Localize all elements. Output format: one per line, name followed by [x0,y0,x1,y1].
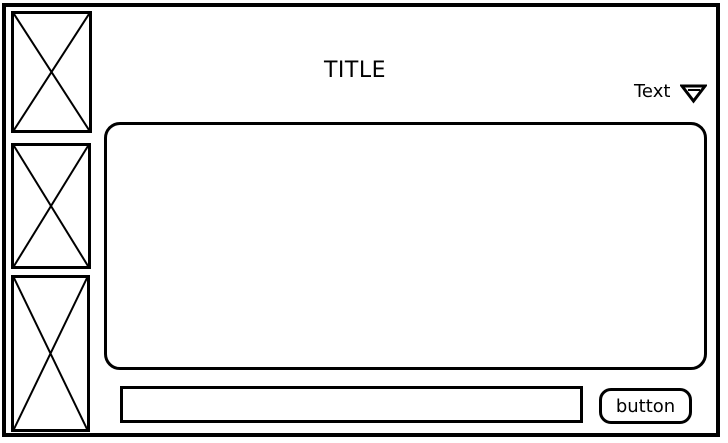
triangle-down-icon[interactable] [680,82,707,104]
page-title: TITLE [323,58,387,83]
image-placeholder-icon [14,278,87,429]
image-placeholder-icon [14,14,89,130]
image-placeholder-3 [11,275,90,432]
text-dropdown[interactable]: Text [634,79,710,104]
image-placeholder-icon [14,146,88,266]
image-placeholder-1 [11,11,92,133]
image-placeholder-2 [11,143,91,269]
text-input[interactable] [120,386,583,423]
content-area [104,122,707,370]
dropdown-label: Text [634,80,671,102]
action-button[interactable]: button [599,388,692,424]
